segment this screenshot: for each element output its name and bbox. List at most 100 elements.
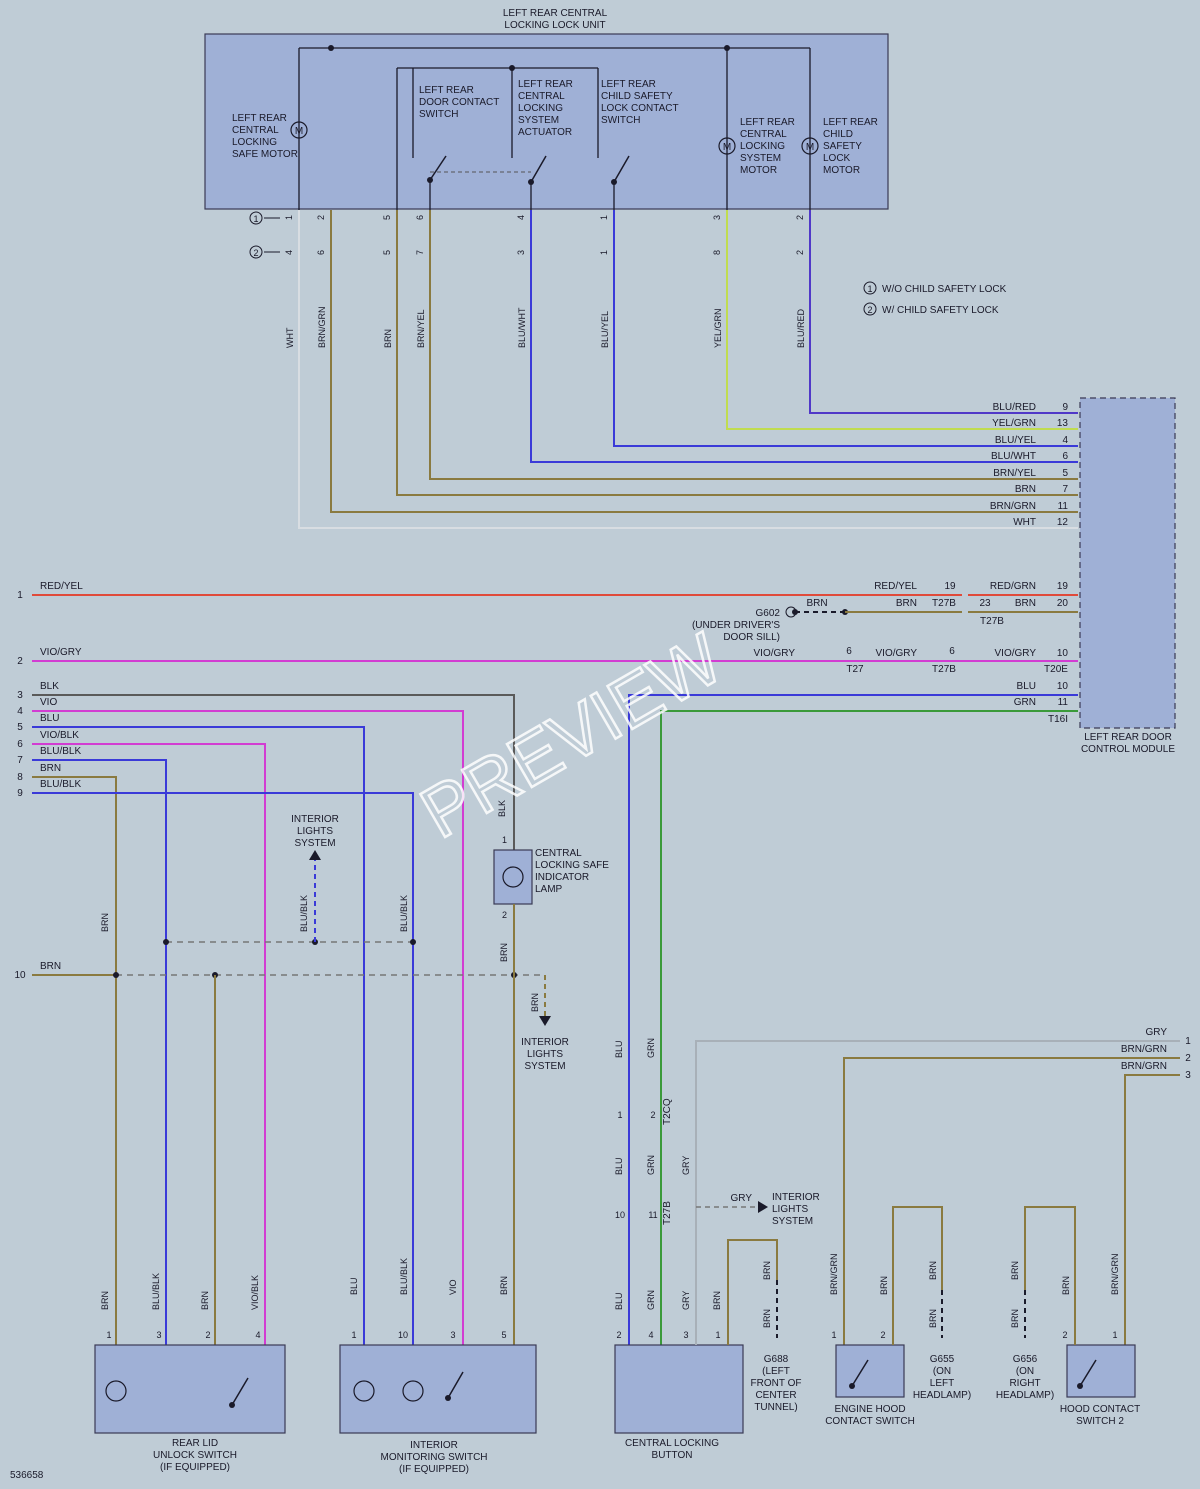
wire-label: VIO/GRY [876,648,918,659]
pin-number: 1 [599,250,609,255]
wire-label: BRN [806,598,827,609]
left-pin: 5 [17,722,23,733]
door-contact-switch-label: SWITCH [419,109,458,120]
motor-letter: M [295,126,303,137]
left-wire-label: BLU [40,713,59,724]
wire-blk [32,694,515,850]
wire-label: BLU [349,1277,359,1295]
ground-g656-label: HEADLAMP) [996,1390,1054,1401]
connector-label: T27B [932,598,956,609]
wire-brn [727,1239,778,1345]
wire-blu [32,726,365,1345]
left-wire-label: RED/YEL [40,581,83,592]
pin-number: 3 [712,215,722,220]
interior-monitoring-switch [339,1344,537,1434]
interior-monitoring-switch-label: MONITORING SWITCH [380,1452,487,1463]
module-pin: 6 [1062,451,1068,462]
child-lock-switch-label: LOCK CONTACT [601,103,679,114]
pin-number: 11 [648,1210,657,1220]
pin-number: 5 [501,1330,506,1340]
module-pin: 5 [1062,468,1068,479]
led-icon [105,1380,127,1402]
pin-number: 2 [795,250,805,255]
actuator-switch-icon [530,155,547,183]
pin-number: 10 [1057,681,1069,692]
connector-label: T27B [662,1201,673,1225]
left-pin: 9 [17,788,23,799]
wire-label: BLU/BLK [151,1273,161,1310]
right-pin: 3 [1185,1070,1191,1081]
wire-label: BRN [928,1261,938,1280]
lock-unit-wire-brn [396,210,1078,496]
module-pin: 7 [1062,484,1068,495]
wire-label: BLU [614,1157,624,1175]
door-switch-icon [429,155,447,181]
wire-label: BRN [896,598,917,609]
wire-label: BLU [614,1040,624,1058]
wire-label: BRN/GRN [317,306,327,348]
left-wire-label: VIO/GRY [40,647,82,658]
pin-number: 3 [516,250,526,255]
lock-unit-wire-brn-yel [429,210,1078,480]
ground-g688-label: (LEFT [762,1366,790,1377]
wire-label: BRN [200,1291,210,1310]
wire-blu-blk [32,759,167,1345]
safe-motor-label: SAFE MOTOR [232,149,298,160]
central-locking-button [614,1344,744,1434]
wire-label: BRN [1015,598,1036,609]
pin-number: 4 [284,250,294,255]
pin-number: 3 [156,1330,161,1340]
wire-label: GRY [1146,1027,1168,1038]
rear-lid-switch-label: UNLOCK SWITCH [153,1450,237,1461]
wire-label: BLU/BLK [399,1258,409,1295]
right-pin: 2 [1185,1053,1191,1064]
wire-label: GRY [681,1291,691,1310]
pin-number: 1 [599,215,609,220]
door-module-label: CONTROL MODULE [1081,744,1175,755]
ground-g688-label: G688 [764,1354,789,1365]
wire-label: BRN/GRN [1121,1044,1167,1055]
left-pin: 10 [14,970,26,981]
wire-label: GRN [646,1155,656,1175]
pin-number: 2 [650,1110,655,1120]
wire-label: BRN [762,1309,772,1328]
engine-hood-switch-label: ENGINE HOOD [834,1404,905,1415]
pin-number: 6 [415,215,425,220]
pin-number: 1 [617,1110,622,1120]
interior-lights-label: SYSTEM [772,1216,813,1227]
locking-motor-label: SYSTEM [740,153,781,164]
ground-g688-label: CENTER [755,1390,796,1401]
locking-motor-label: LOCKING [740,141,785,152]
child-switch-icon [613,155,630,183]
lamp-icon [502,866,524,888]
wire-label: YEL/GRN [713,308,723,348]
interior-lights-label: INTERIOR [521,1037,569,1048]
ground-g602-label: G602 [756,608,781,619]
engine-hood-switch-contact [851,1359,869,1387]
hood-switch-2-label: HOOD CONTACT [1060,1404,1140,1415]
wire-label: BRN [100,1291,110,1310]
left-pin: 7 [17,755,23,766]
lock-unit-box [204,33,889,210]
lock-unit-wire-yel-grn [726,210,1078,430]
pin-number: 4 [516,215,526,220]
wire-label: BRN/GRN [1110,1253,1120,1295]
module-wire-label: WHT [1013,517,1036,528]
connector-label: T16I [1048,714,1068,725]
arrow-right-icon [758,1201,768,1213]
wire-label: BRN [530,993,540,1012]
left-wire-label: BLU/BLK [40,746,81,757]
child-lock-motor-icon [801,137,819,155]
ground-g655-label: G655 [930,1354,955,1365]
actuator-label: CENTRAL [518,91,565,102]
locking-motor-label: MOTOR [740,165,777,176]
wire-label: WHT [285,327,295,348]
hood-switch-2-contact-pivot [1077,1383,1083,1389]
lock-unit-wire-blu-yel [613,210,1078,447]
connector-label: T27B [980,616,1004,627]
module-pin: 4 [1062,435,1068,446]
watermark-text: PREVIEW [408,619,736,854]
legend-mark: 2 [867,305,872,315]
left-wire-label: BLU/BLK [40,779,81,790]
wire-brn [892,1206,943,1345]
